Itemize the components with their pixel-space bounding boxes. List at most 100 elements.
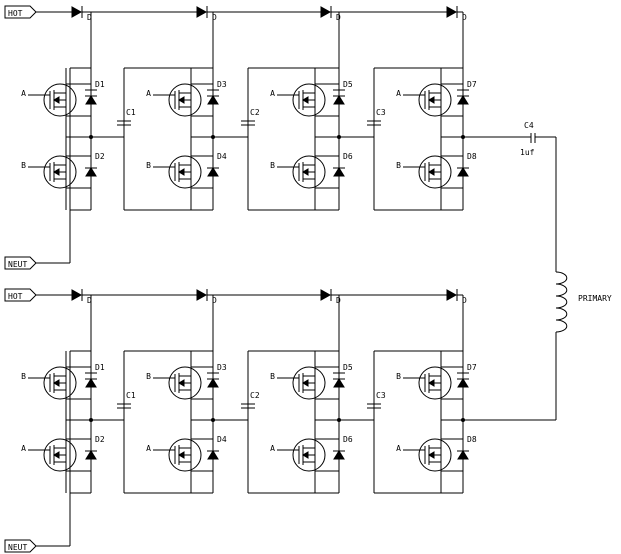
mosfet: A: [270, 438, 339, 472]
diode-symbol: [446, 6, 458, 18]
gate-label: B: [146, 161, 151, 170]
mosfet: B: [396, 155, 463, 189]
mosfet: A: [21, 438, 91, 472]
mosfet-arrow: [302, 96, 309, 104]
mosfet: A: [396, 83, 463, 117]
gate-label: A: [396, 444, 401, 453]
series-diode: D: [446, 6, 467, 22]
mosfet-body: [292, 83, 326, 117]
hot-port: HOT: [4, 288, 37, 302]
mosfet-body: [43, 155, 77, 189]
diode-label: D7: [467, 80, 477, 89]
mosfet: A: [21, 83, 91, 117]
diode-label: D8: [467, 435, 477, 444]
series-diode-label: D: [462, 296, 467, 305]
capacitor-label: C2: [250, 108, 260, 117]
mosfet-arrow: [428, 96, 435, 104]
gate-label: A: [21, 89, 26, 98]
diode-label: D6: [343, 435, 353, 444]
capacitor: C1: [117, 391, 136, 409]
gate-label: B: [396, 161, 401, 170]
diode-symbol: [207, 95, 219, 105]
diode-symbol: [85, 95, 97, 105]
hot-port-label: HOT: [8, 9, 23, 18]
mosfet-body: [418, 438, 452, 472]
gate-label: A: [146, 89, 151, 98]
diode-label: D5: [343, 80, 353, 89]
diode-label: D5: [343, 363, 353, 372]
mosfet-arrow: [178, 451, 185, 459]
gate-label: A: [21, 444, 26, 453]
diode: D5: [333, 80, 353, 105]
mosfet-arrow: [178, 379, 185, 387]
mosfet-arrow: [178, 168, 185, 176]
diode: D8: [457, 435, 477, 460]
gate-label: B: [146, 372, 151, 381]
diode-label: D3: [217, 80, 227, 89]
series-diode-label: D: [462, 13, 467, 22]
diode: D5: [333, 363, 353, 388]
primary-coil: [555, 271, 568, 333]
neut-port-outline: [4, 539, 37, 553]
mosfet-body: [418, 366, 452, 400]
mosfet-arrow: [428, 379, 435, 387]
diode-symbol: [207, 450, 219, 460]
diode-symbol: [71, 6, 83, 18]
mosfet-arrow: [302, 379, 309, 387]
capacitor-label: C1: [126, 108, 136, 117]
diode-symbol: [196, 289, 208, 301]
diode-label: D3: [217, 363, 227, 372]
mosfet-body: [418, 83, 452, 117]
series-diode: D: [196, 6, 217, 22]
gate-label: B: [270, 161, 275, 170]
diode-symbol: [207, 378, 219, 388]
series-diode-label: D: [212, 296, 217, 305]
capacitor: C3: [367, 108, 386, 126]
diode-label: D4: [217, 152, 227, 161]
mosfet-arrow: [302, 168, 309, 176]
neut-port-label: NEUT: [8, 260, 27, 269]
neut-port-label: NEUT: [8, 543, 27, 552]
capacitor-label: C3: [376, 391, 386, 400]
capacitor-label: C1: [126, 391, 136, 400]
series-diode: D: [320, 289, 341, 305]
capacitor-label: C3: [376, 108, 386, 117]
mosfet: B: [396, 366, 463, 400]
diode: D2: [85, 435, 105, 460]
diode: D1: [85, 80, 105, 105]
gate-label: B: [21, 372, 26, 381]
mosfet-body: [418, 155, 452, 189]
diode: D6: [333, 152, 353, 177]
mosfet-body: [292, 366, 326, 400]
mosfet: B: [146, 366, 213, 400]
gate-label: A: [396, 89, 401, 98]
mosfet-body: [292, 438, 326, 472]
diode-label: D4: [217, 435, 227, 444]
diode-label: D6: [343, 152, 353, 161]
mosfet: B: [146, 155, 213, 189]
mosfet-arrow: [302, 451, 309, 459]
mosfet-arrow: [178, 96, 185, 104]
gate-label: A: [146, 444, 151, 453]
diode-symbol: [85, 378, 97, 388]
mosfet-arrow: [53, 451, 60, 459]
mosfet-arrow: [53, 168, 60, 176]
mosfet-arrow: [53, 379, 60, 387]
diode-symbol: [446, 289, 458, 301]
mosfet-body: [43, 438, 77, 472]
capacitor: C3: [367, 391, 386, 409]
gate-label: A: [270, 89, 275, 98]
diode-symbol: [457, 167, 469, 177]
capacitor: C2: [241, 391, 260, 409]
series-diode: D: [196, 289, 217, 305]
gate-label: A: [270, 444, 275, 453]
diode: D1: [85, 363, 105, 388]
diode: D7: [457, 363, 477, 388]
series-diode-label: D: [212, 13, 217, 22]
diode-symbol: [333, 95, 345, 105]
mosfet-body: [168, 155, 202, 189]
